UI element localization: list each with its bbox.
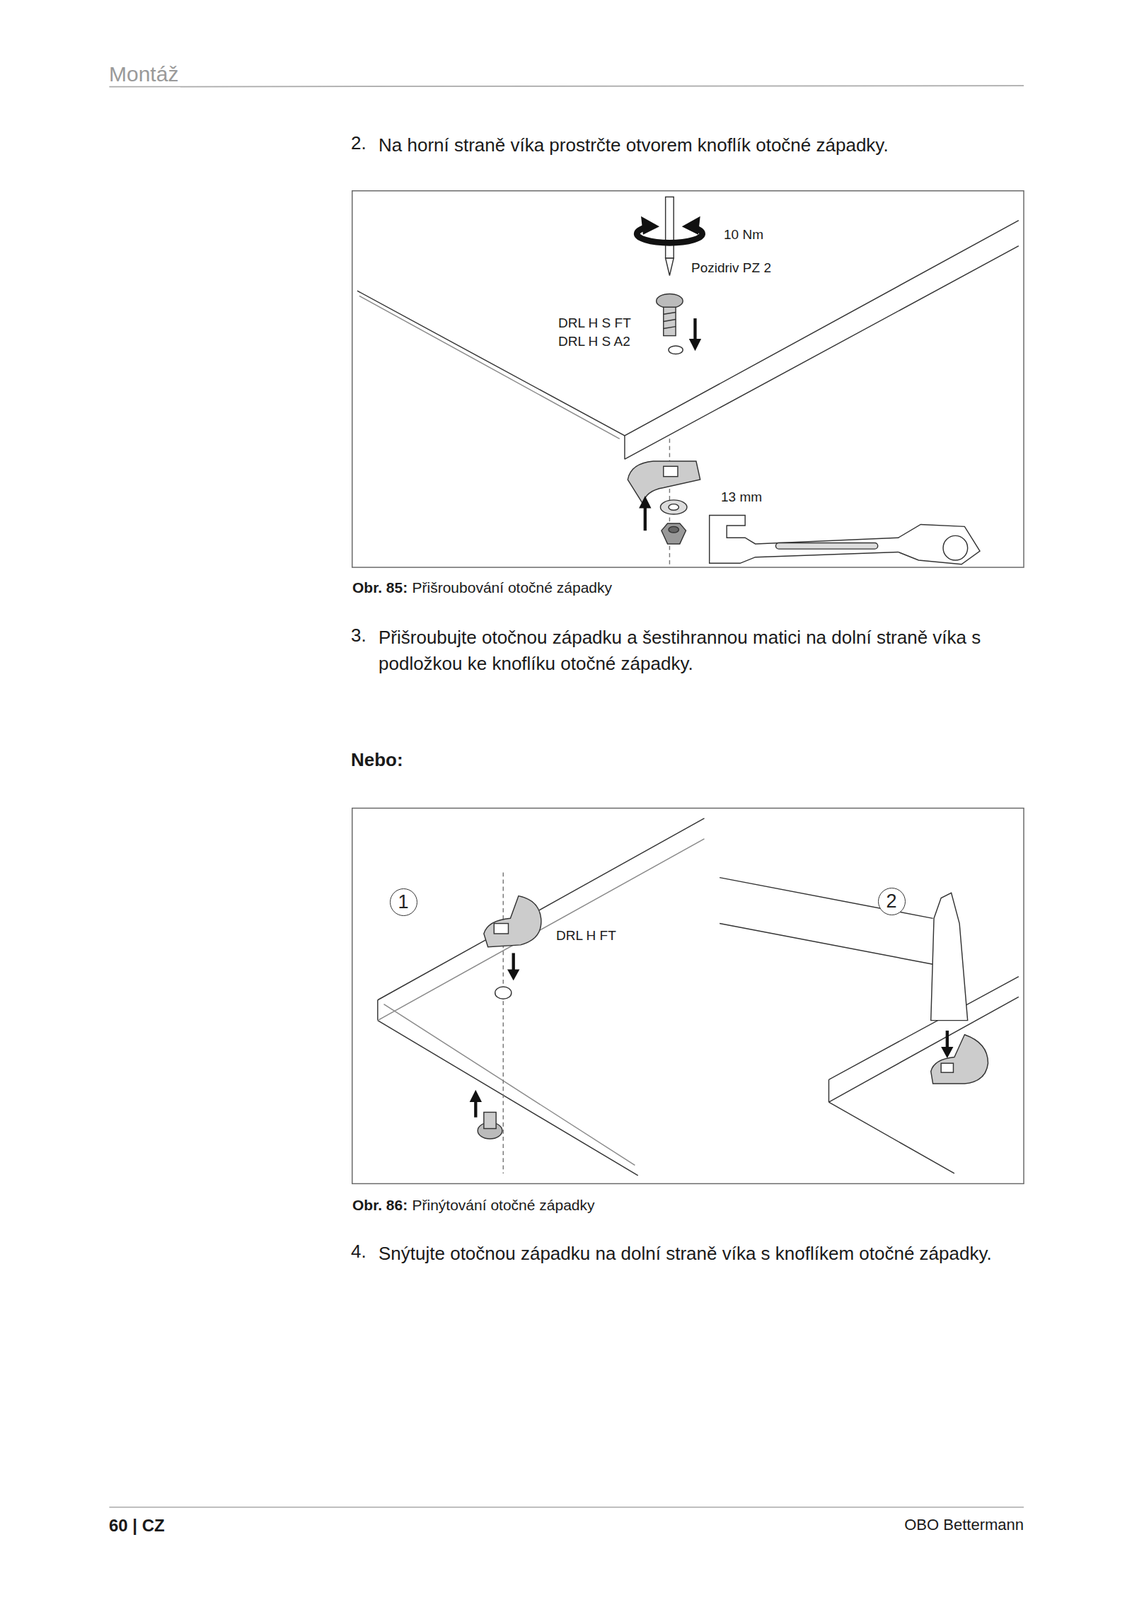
step-number: 3. [350,624,367,647]
step-number: 4. [350,1240,367,1263]
figure-caption: Přinýtování otočné západky [412,1196,596,1215]
section-header: Montáž [108,61,179,88]
publisher-name: OBO Bettermann [904,1516,1024,1535]
instruction-text: Na horní straně víka prostrčte otvorem k… [378,132,1024,159]
part-label: DRL H FT [556,928,617,945]
instruction-text: Přišroubujte otočnou západku a šestihran… [378,624,1024,678]
callout-circle: 2 [878,887,906,916]
tool-label: Pozidriv PZ 2 [691,260,772,277]
torque-label: 10 Nm [723,227,764,244]
step-number: 2. [350,132,367,155]
figure-caption: Přišroubování otočné západky [412,578,613,597]
callout-circle: 1 [389,888,418,917]
callout-number: 1 [397,892,409,912]
callout-number: 2 [885,892,897,912]
page-number: 60 | CZ [108,1516,165,1537]
figure-number: Obr. 85: [352,578,408,597]
instruction-text: Snýtujte otočnou západku na dolní straně… [378,1240,1024,1268]
dimension-label: 13 mm [720,489,762,506]
part-label: DRL H S A2 [558,333,631,351]
alternative-heading: Nebo: [350,749,404,772]
part-label: DRL H S FT [558,315,632,332]
figure-number: Obr. 86: [352,1196,408,1215]
